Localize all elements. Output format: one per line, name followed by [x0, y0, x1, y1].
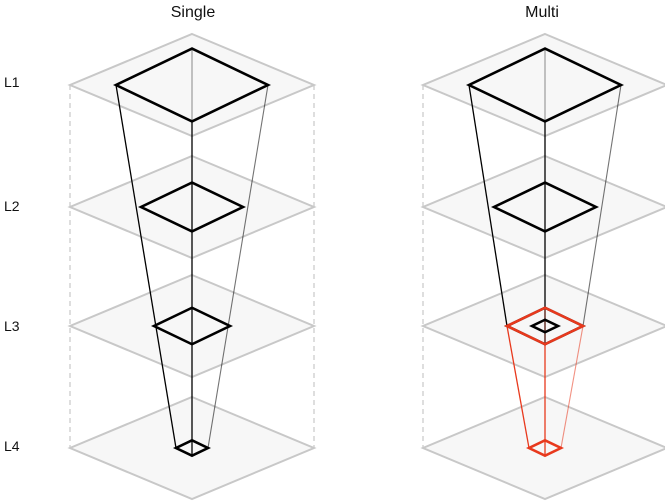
single-window-l3: [150, 306, 234, 346]
level-label-l4: L4: [4, 438, 20, 454]
single-window-l1: [112, 47, 272, 123]
multi-frustum-upper-left-edge: [468, 84, 508, 327]
single-frustum-left-edge: [115, 84, 177, 449]
multi-frustum-lower-left-edge: [506, 325, 530, 449]
multi-window-l3-restart: [503, 306, 587, 346]
single-window-l2: [137, 181, 247, 233]
level-label-l2: L2: [4, 198, 20, 214]
multi-plane-l4: [420, 395, 665, 501]
multi-plane-l3: [420, 273, 665, 379]
multi-frustum-upper-right-edge: [582, 84, 622, 327]
multi-panel-title: Multi: [525, 4, 559, 21]
multi-window-l1: [465, 47, 625, 123]
single-window-l4: [172, 438, 212, 458]
multi-window-l3-inner: [528, 318, 562, 334]
level-label-l1: L1: [4, 74, 20, 90]
level-label-l3: L3: [4, 318, 20, 334]
single-frustum-right-edge: [207, 84, 269, 449]
multi-frustum-lower-right-edge: [560, 325, 584, 449]
multi-plane-l2: [420, 154, 665, 260]
multi-window-l4: [525, 438, 565, 458]
single-panel-title: Single: [170, 4, 216, 21]
multi-window-l2: [490, 181, 600, 233]
